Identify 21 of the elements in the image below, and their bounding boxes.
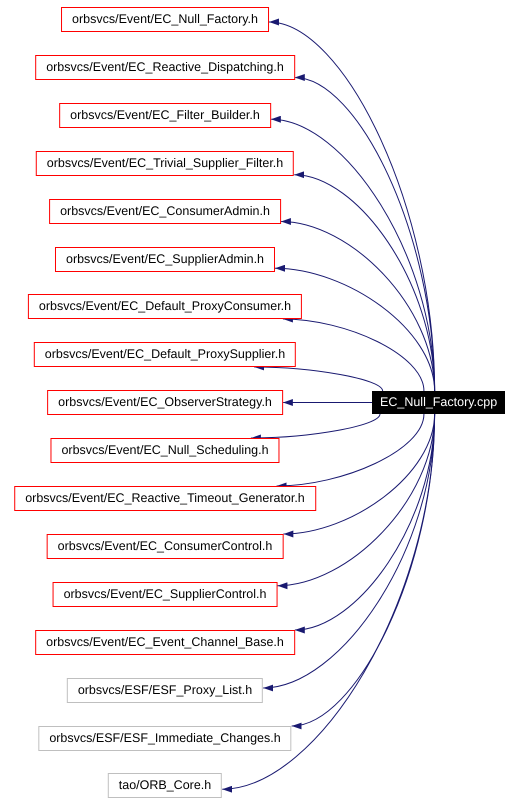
- header-file-box: orbsvcs/Event/EC_Reactive_Dispatching.h: [35, 55, 295, 80]
- header-file-box: orbsvcs/Event/EC_SupplierControl.h: [52, 582, 278, 607]
- source-file-box: EC_Null_Factory.cpp: [372, 391, 506, 414]
- header-file-box: orbsvcs/Event/EC_Reactive_Timeout_Generator.h: [14, 486, 316, 511]
- header-file-box: tao/ORB_Core.h: [108, 773, 222, 798]
- header-file-box: orbsvcs/Event/EC_Trivial_Supplier_Filter.h: [36, 151, 294, 176]
- header-file-box: orbsvcs/Event/EC_ConsumerControl.h: [46, 534, 284, 559]
- header-file-box: orbsvcs/Event/EC_SupplierAdmin.h: [55, 247, 275, 272]
- header-file-box: orbsvcs/Event/EC_Null_Factory.h: [61, 7, 269, 32]
- arrow: [274, 265, 436, 392]
- header-file-box: orbsvcs/Event/EC_Null_Scheduling.h: [50, 438, 280, 463]
- header-file-box: orbsvcs/ESF/ESF_Immediate_Changes.h: [38, 726, 292, 751]
- header-file-box: orbsvcs/Event/EC_Default_ProxySupplier.h: [34, 342, 296, 367]
- arrow: [222, 414, 436, 792]
- header-file-box: orbsvcs/Event/EC_ObserverStrategy.h: [47, 390, 283, 415]
- header-file-box: orbsvcs/Event/EC_Filter_Builder.h: [59, 103, 271, 128]
- header-file-box: orbsvcs/Event/EC_Event_Channel_Base.h: [35, 630, 295, 655]
- header-file-box: orbsvcs/ESF/ESF_Proxy_List.h: [66, 678, 264, 703]
- arrow: [282, 399, 372, 406]
- header-file-box: orbsvcs/Event/EC_ConsumerAdmin.h: [49, 199, 281, 224]
- header-file-box: orbsvcs/Event/EC_Default_ProxyConsumer.h: [28, 294, 302, 319]
